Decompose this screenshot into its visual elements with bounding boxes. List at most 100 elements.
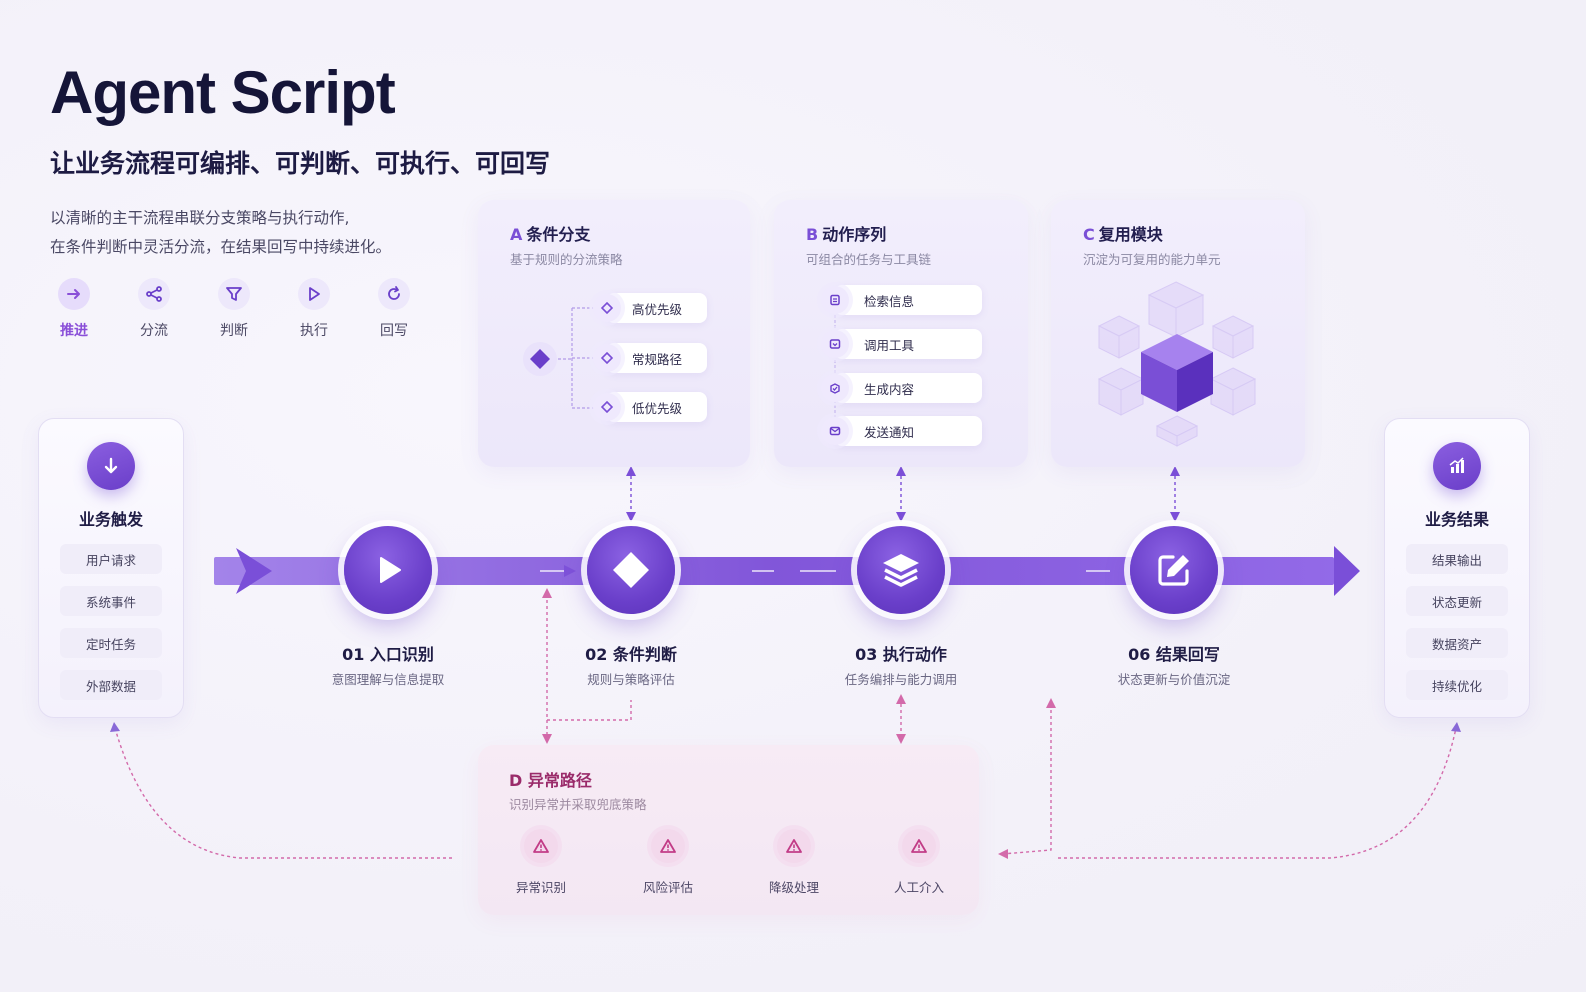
return-arrows [110, 722, 1461, 732]
result-item[interactable]: 状态更新 [1406, 586, 1508, 616]
node-condition[interactable] [587, 526, 675, 614]
branch-item-high[interactable]: 高优先级 [593, 293, 707, 323]
filter-icon [218, 278, 250, 310]
description-line-2: 在条件判断中灵活分流，在结果回写中持续进化。 [50, 238, 392, 256]
legend: 推进 分流 判断 执行 回写 [44, 278, 424, 340]
generate-icon [821, 374, 849, 402]
result-list: 结果输出 状态更新 数据资产 持续优化 [1406, 544, 1508, 700]
legend-label: 回写 [380, 323, 408, 339]
exception-step[interactable]: 风险评估 [623, 829, 713, 896]
exception-connector-arrows [542, 588, 1056, 859]
panel-b-tag: B [806, 225, 819, 244]
play-icon [298, 278, 330, 310]
panel-c-tag: C [1083, 225, 1095, 244]
node-execute-sub: 任务编排与能力调用 [844, 672, 958, 687]
legend-label: 判断 [220, 323, 248, 339]
node-entry[interactable] [344, 526, 432, 614]
warning-icon [524, 829, 558, 863]
page-subtitle: 让业务流程可编排、可判断、可执行、可回写 [50, 149, 551, 178]
action-item-label: 发送通知 [864, 424, 915, 440]
trigger-item[interactable]: 外部数据 [60, 670, 162, 700]
node-entry-label: 01 入口识别 [342, 645, 434, 664]
trigger-item[interactable]: 系统事件 [60, 586, 162, 616]
exception-tag: D [509, 771, 523, 790]
result-title: 业务结果 [1424, 510, 1489, 529]
node-writeback-sub: 状态更新与价值沉淀 [1117, 672, 1231, 687]
node-execute[interactable] [857, 526, 945, 614]
legend-item-writeback[interactable]: 回写 [364, 278, 424, 340]
legend-item-judge[interactable]: 判断 [204, 278, 264, 340]
legend-item-execute[interactable]: 执行 [284, 278, 344, 340]
exception-step[interactable]: 异常识别 [496, 829, 586, 896]
warning-icon [651, 829, 685, 863]
branch-item-label: 低优先级 [632, 400, 683, 416]
cube-cluster-icon [1097, 281, 1257, 447]
action-item-notify[interactable]: 发送通知 [821, 416, 982, 446]
warning-icon [777, 829, 811, 863]
action-item-generate[interactable]: 生成内容 [821, 373, 982, 403]
node-entry-sub: 意图理解与信息提取 [331, 672, 445, 687]
panel-connectors [630, 470, 1176, 516]
panel-exception-path: D 异常路径 识别异常并采取兜底策略 异常识别 风险评估 降级处理 人工介入 [478, 745, 979, 915]
tool-icon [821, 330, 849, 358]
exception-step[interactable]: 人工介入 [874, 829, 964, 896]
legend-item-advance[interactable]: 推进 [44, 278, 104, 340]
trigger-card: 业务触发 用户请求 系统事件 定时任务 外部数据 [38, 418, 184, 718]
exception-connectors [114, 594, 1457, 859]
node-writeback[interactable] [1130, 526, 1218, 614]
page-description: 以清晰的主干流程串联分支策略与执行动作, 在条件判断中灵活分流，在结果回写中持续… [50, 204, 391, 262]
description-line-1: 以清晰的主干流程串联分支策略与执行动作, [50, 209, 350, 227]
trigger-list: 用户请求 系统事件 定时任务 外部数据 [60, 544, 162, 700]
main-flow-band [214, 546, 1360, 596]
result-item[interactable]: 数据资产 [1406, 628, 1508, 658]
result-item[interactable]: 持续优化 [1406, 670, 1508, 700]
branch-item-low[interactable]: 低优先级 [593, 392, 707, 422]
diamond-icon [613, 552, 649, 588]
panel-b-subtitle: 可组合的任务与工具链 [806, 252, 932, 267]
action-item-label: 检索信息 [864, 293, 915, 309]
diamond-icon [593, 294, 621, 322]
exception-step-label: 异常识别 [515, 880, 566, 895]
diamond-icon [593, 393, 621, 421]
branch-icon [138, 278, 170, 310]
node-writeback-label: 06 结果回写 [1128, 645, 1220, 664]
action-item-label: 生成内容 [864, 381, 915, 397]
branch-lines [523, 307, 594, 409]
arrow-down-icon [87, 442, 135, 490]
panel-a-tag: A [510, 225, 523, 244]
arrow-right-icon [58, 278, 90, 310]
node-execute-label: 03 执行动作 [855, 645, 947, 664]
panel-a-subtitle: 基于规则的分流策略 [510, 252, 623, 267]
document-icon [821, 286, 849, 314]
trigger-item[interactable]: 定时任务 [60, 628, 162, 658]
result-item[interactable]: 结果输出 [1406, 544, 1508, 574]
legend-item-branch[interactable]: 分流 [124, 278, 184, 340]
legend-label: 推进 [60, 323, 88, 339]
action-item-tool[interactable]: 调用工具 [821, 329, 982, 359]
exception-subtitle: 识别异常并采取兜底策略 [509, 797, 647, 812]
action-item-label: 调用工具 [864, 337, 915, 353]
edit-icon [1158, 555, 1189, 586]
legend-label: 分流 [140, 323, 168, 339]
panel-connector-arrows [626, 466, 1180, 522]
action-item-retrieve[interactable]: 检索信息 [821, 285, 982, 315]
mail-icon [821, 417, 849, 445]
result-card: 业务结果 结果输出 状态更新 数据资产 持续优化 [1384, 418, 1530, 718]
branch-item-normal[interactable]: 常规路径 [593, 343, 707, 373]
branch-item-label: 高优先级 [632, 301, 683, 317]
legend-label: 执行 [300, 323, 328, 339]
exception-step[interactable]: 降级处理 [749, 829, 839, 896]
exception-step-label: 人工介入 [893, 880, 944, 895]
exception-step-label: 降级处理 [768, 880, 819, 895]
trigger-item[interactable]: 用户请求 [60, 544, 162, 574]
exception-step-label: 风险评估 [642, 880, 693, 895]
warning-icon [902, 829, 936, 863]
bar-chart-icon [1433, 442, 1481, 490]
